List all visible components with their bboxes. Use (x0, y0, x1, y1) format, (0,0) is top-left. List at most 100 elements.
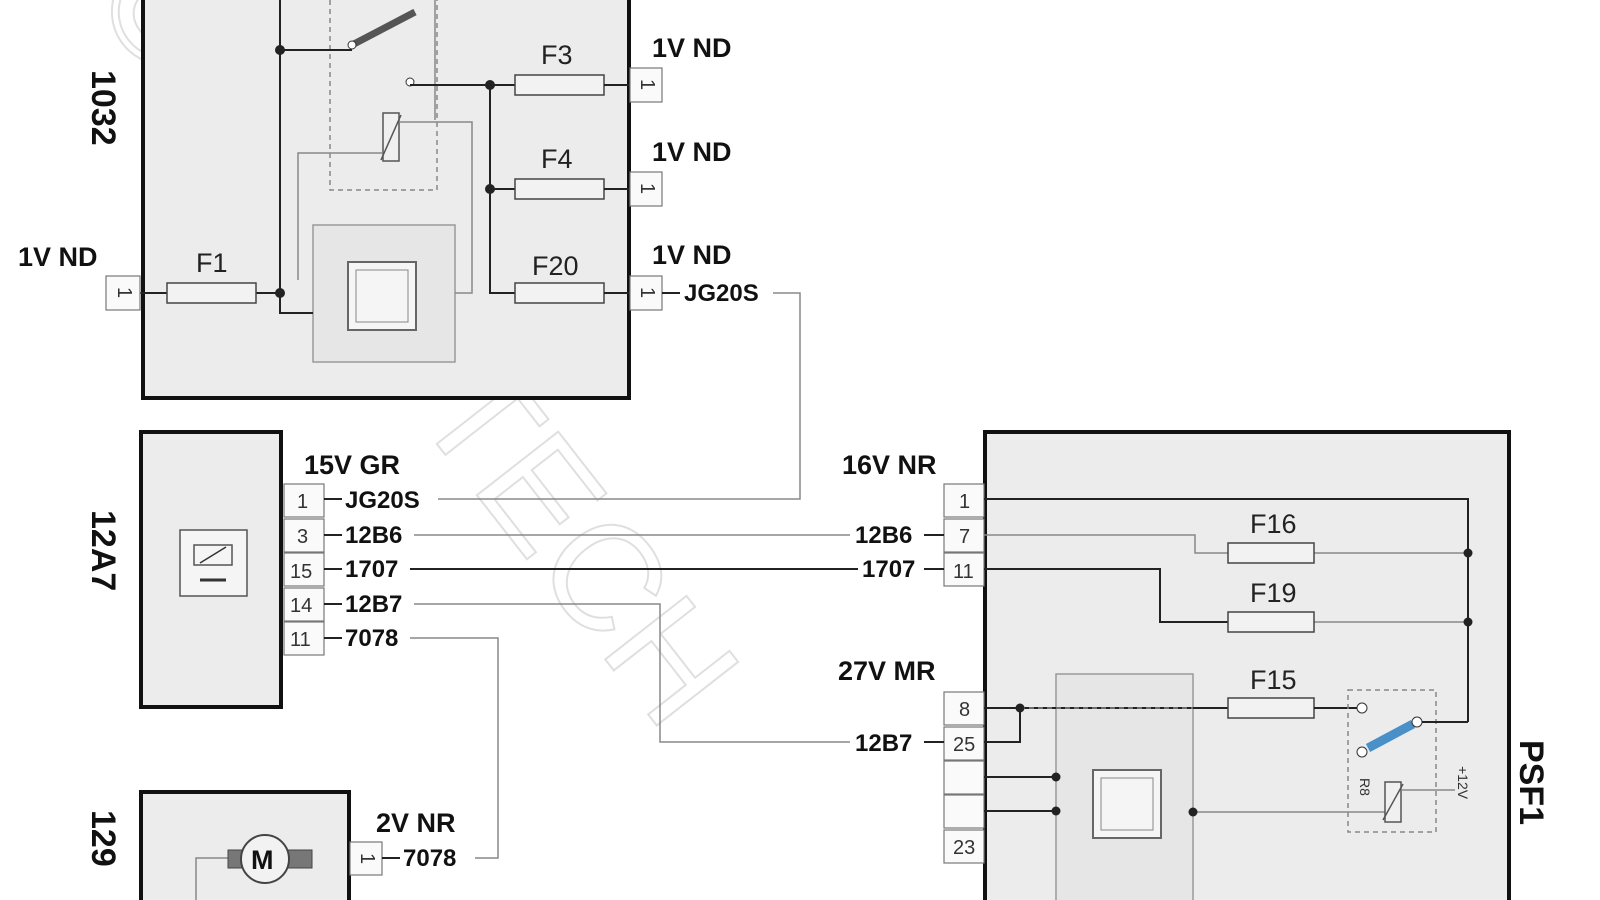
pin (283, 518, 325, 553)
relay-contact (1356, 702, 1368, 714)
fuse-f4-label: F4 (541, 144, 573, 174)
junction-dot (1188, 807, 1198, 817)
junction-dot (1463, 617, 1473, 627)
pin-number: 1 (636, 79, 658, 90)
wire-label: 1707 (345, 556, 398, 583)
junction-dot (1463, 548, 1473, 558)
fuse-f1-label: F1 (196, 248, 228, 278)
relay-r8-switch (1365, 720, 1416, 752)
junction-dot (485, 80, 495, 90)
connector-label: 1V ND (18, 242, 98, 272)
relay-switch-1032 (350, 8, 417, 49)
pin-number: 11 (290, 629, 311, 651)
connector-label: 1V ND (652, 240, 732, 270)
wire-label: 12B7 (345, 591, 402, 618)
wire-internal (984, 534, 1228, 554)
pin-number: 25 (953, 734, 975, 756)
module-psf1-label: PSF1 (1512, 740, 1550, 825)
junction-dot (1051, 772, 1061, 782)
motor-symbol: M (251, 845, 274, 875)
relay-voltage-label: +12V (1455, 766, 1471, 800)
module-129: 129 M 2V NR 1 7078 (84, 790, 456, 900)
fuse-f16 (1227, 542, 1315, 564)
chip-inner (355, 269, 409, 323)
relay-r8-enclosure (1347, 689, 1437, 833)
fuse-f20-label: F20 (532, 251, 579, 281)
module-12a7: 12A7 15V GR 1 3 15 14 11 JG20S 12B6 1707… (84, 430, 420, 709)
pin-number: 1 (113, 287, 135, 298)
connector-1v-nd-left: 1V ND 1 (18, 242, 141, 311)
wire-label: 12B7 (855, 730, 912, 757)
junction-dot (485, 184, 495, 194)
gauge-needle (199, 546, 227, 564)
pin-number: 1 (297, 491, 308, 513)
fuse-f16-label: F16 (1250, 509, 1297, 539)
pin-number: 1 (636, 183, 658, 194)
pin (283, 483, 325, 518)
pin (943, 691, 985, 726)
fuse-f15-label: F15 (1250, 665, 1297, 695)
pin-stubs (324, 498, 342, 639)
pin (943, 829, 985, 864)
pin-number: 8 (959, 699, 970, 721)
relay-coil-diag (380, 114, 402, 161)
connector-15v-gr-label: 15V GR (304, 450, 400, 480)
module-1032: 1032 F1 F3 (84, 0, 631, 400)
pin-number: 1 (959, 491, 970, 513)
pin (283, 621, 325, 656)
junction-dot (275, 45, 285, 55)
wire-jg20s (438, 292, 801, 500)
connector-1v-nd-f20: 1V ND 1 JG20S (629, 240, 759, 311)
motor-wire (195, 857, 230, 900)
wire-label: 12B6 (345, 522, 402, 549)
fuse-f3-label: F3 (541, 40, 573, 70)
relay-r8-label: R8 (1357, 778, 1373, 796)
gauge-face (193, 544, 233, 566)
relay-enclosure-1032 (329, 0, 438, 191)
wire-internal (984, 498, 1469, 722)
wire-label: 1707 (862, 556, 915, 583)
pin (283, 587, 325, 622)
gauge-icon (179, 529, 248, 597)
chip-icon (1092, 769, 1162, 839)
relay-coil-diag (1382, 783, 1404, 821)
fuse-f19-label: F19 (1250, 578, 1297, 608)
wire-internal (399, 121, 473, 294)
fuse-f20 (514, 282, 605, 304)
connector-2v-nr-label: 2V NR (376, 808, 456, 838)
pin-number: 23 (953, 837, 975, 859)
pin (943, 726, 985, 761)
wire-internal (489, 85, 515, 294)
junction-dot (1051, 806, 1061, 816)
wire-7078 (410, 637, 499, 859)
wire-label: 12B6 (855, 522, 912, 549)
wire-internal (297, 152, 383, 280)
wire-internal (984, 776, 1056, 812)
connector-1v-nd-f3: 1V ND 1 (629, 33, 732, 103)
relay-contact (1411, 716, 1423, 728)
fuse-f3 (514, 74, 605, 96)
pin-number: 15 (290, 561, 312, 583)
pin (105, 275, 141, 311)
chip-inner (1100, 777, 1154, 831)
pin-number: 14 (290, 595, 312, 617)
pin (629, 275, 663, 311)
relay-contact (347, 40, 357, 50)
connector-16v-nr-label: 16V NR (842, 450, 937, 480)
wire-12b7 (414, 603, 850, 743)
module-1032-label: 1032 (84, 70, 122, 146)
pin (629, 67, 663, 103)
pin-number: 1 (636, 287, 658, 298)
fuse-f19 (1227, 611, 1315, 633)
wire-internal (279, 293, 313, 314)
pin (629, 171, 663, 207)
wire-label: JG20S (684, 280, 759, 307)
relay-contact (1356, 746, 1368, 758)
chip-icon (347, 261, 417, 331)
pin (943, 760, 985, 795)
wire-label: JG20S (345, 487, 420, 514)
fuse-f1 (166, 282, 257, 304)
wire-internal (984, 568, 1228, 623)
wire-label: 7078 (403, 845, 456, 872)
connector-27v-mr-label: 27V MR (838, 656, 936, 686)
